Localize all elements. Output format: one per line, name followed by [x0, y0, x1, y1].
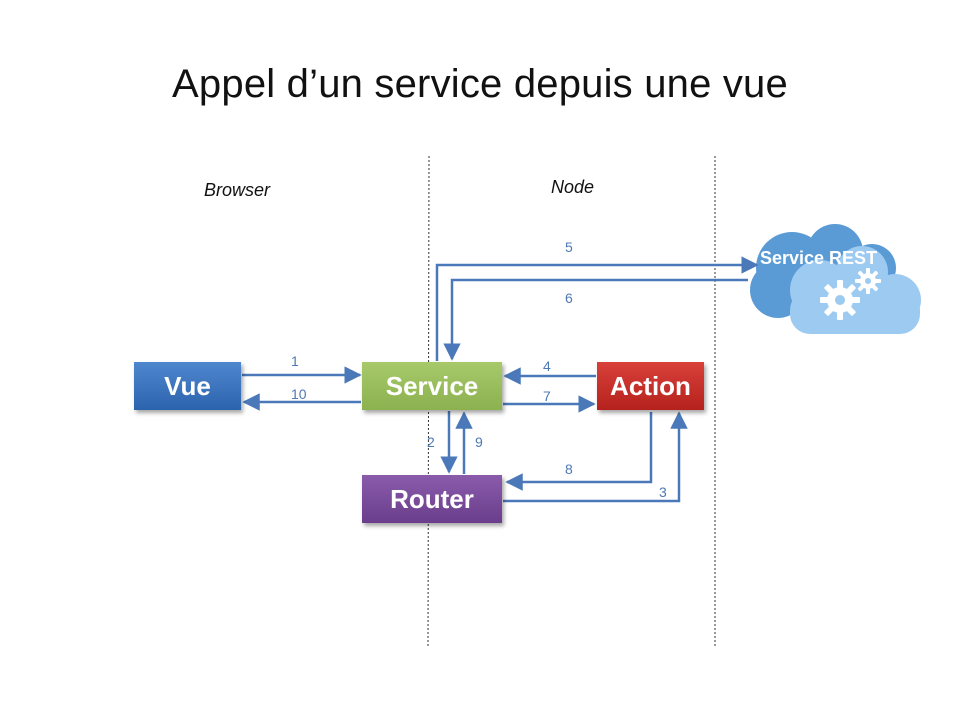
arrow-label-9: 9: [475, 434, 483, 450]
service-rest-cloud: [750, 224, 921, 334]
arrow-label-7: 7: [543, 388, 551, 404]
arrows: [242, 256, 759, 503]
router-box-label: Router: [390, 483, 474, 514]
arrow-3: [503, 411, 688, 503]
arrow-6: [443, 278, 748, 361]
arrow-label-3: 3: [659, 484, 667, 500]
action-box-label: Action: [610, 370, 691, 401]
arrow-label-10: 10: [291, 386, 307, 402]
router-box: Router: [362, 475, 502, 523]
vue-box-label: Vue: [164, 370, 211, 401]
slide-title: Appel d’un service depuis une vue: [172, 62, 788, 106]
node-zone-label: Node: [551, 177, 595, 197]
service-box: Service: [362, 362, 502, 410]
arrow-label-5: 5: [565, 239, 573, 255]
action-box: Action: [597, 362, 704, 410]
vue-box: Vue: [134, 362, 241, 410]
arrow-5: [435, 256, 759, 361]
gears-icon: [820, 268, 881, 320]
arrow-label-8: 8: [565, 461, 573, 477]
arrow-8: [505, 412, 653, 491]
browser-zone-label: Browser: [204, 180, 271, 200]
arrow-label-4: 4: [543, 358, 551, 374]
service-rest-label: Service REST: [760, 248, 878, 268]
arrow-label-2: 2: [427, 434, 435, 450]
arrow-label-1: 1: [291, 353, 299, 369]
service-box-label: Service: [385, 370, 479, 401]
arrow-label-6: 6: [565, 290, 573, 306]
